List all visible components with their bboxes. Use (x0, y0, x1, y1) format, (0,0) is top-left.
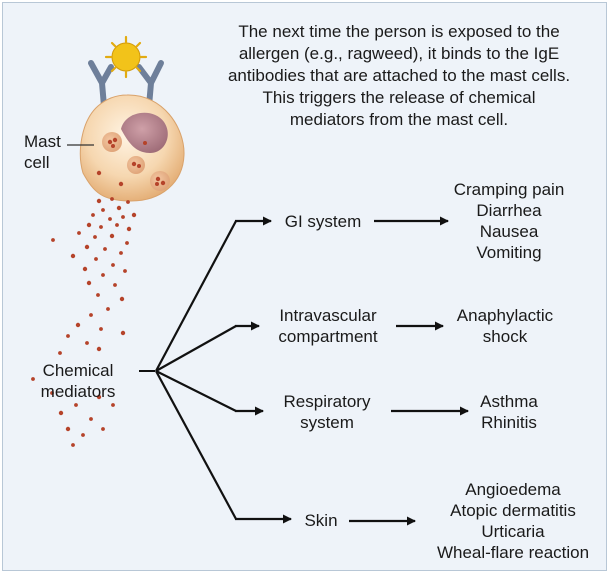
effect-label: Diarrhea (439, 200, 579, 221)
mediator-granule (85, 245, 89, 249)
system-respiratory: Respiratory system (265, 391, 389, 433)
system-label: compartment (261, 326, 395, 347)
mediator-granule (97, 347, 101, 351)
effects-gi: Cramping pain Diarrhea Nausea Vomiting (439, 179, 579, 263)
mediator-granule (123, 269, 127, 273)
system-label: Skin (295, 510, 347, 531)
effect-label: Atopic dermatitis (419, 500, 607, 521)
effect-label: Urticaria (419, 521, 607, 542)
effect-label: Rhinitis (469, 412, 549, 433)
mediator-granule (125, 241, 129, 245)
mediator-granule (71, 254, 75, 258)
mediator-granule (77, 231, 81, 235)
mediator-granule (87, 223, 91, 227)
system-label: Respiratory (265, 391, 389, 412)
mediator-granule (94, 257, 98, 261)
system-label: Intravascular (261, 305, 395, 326)
effects-skin: Angioedema Atopic dermatitis Urticaria W… (419, 479, 607, 563)
intro-line: antibodies that are attached to the mast… (199, 65, 599, 87)
branch-arrow-skin (156, 371, 236, 519)
mediator-granule (99, 327, 103, 331)
mediator-granule (110, 197, 114, 201)
effect-label: Asthma (469, 391, 549, 412)
mediator-granule (101, 208, 105, 212)
mediator-granule (106, 307, 110, 311)
system-intravascular: Intravascular compartment (261, 305, 395, 347)
mediator-granule (71, 443, 75, 447)
mediator-granule (101, 273, 105, 277)
system-gi: GI system (273, 211, 373, 232)
mediator-granule (81, 433, 85, 437)
chemical-mediators-label-line: mediators (19, 381, 137, 402)
mast-cell-label-line: cell (24, 152, 61, 173)
mediator-granule (93, 235, 97, 239)
intro-line: allergen (e.g., ragweed), it binds to th… (199, 43, 599, 65)
mediator-granule (121, 331, 125, 335)
mediator-granule (120, 297, 124, 301)
intro-text: The next time the person is exposed to t… (199, 21, 599, 131)
diagram-panel: The next time the person is exposed to t… (2, 2, 607, 571)
mediator-granule (132, 213, 136, 217)
mediator-granule (111, 263, 115, 267)
mediator-granule (110, 234, 114, 238)
mediator-granule (101, 427, 105, 431)
effects-respiratory: Asthma Rhinitis (469, 391, 549, 433)
effect-label: shock (445, 326, 565, 347)
intro-line: This triggers the release of chemical (199, 87, 599, 109)
effect-label: Wheal-flare reaction (419, 542, 607, 563)
mediator-granule (83, 267, 87, 271)
mediator-granule (97, 199, 101, 203)
mediator-granule (89, 313, 93, 317)
intro-line: mediators from the mast cell. (199, 109, 599, 131)
system-skin: Skin (295, 510, 347, 531)
mediator-granule (121, 215, 125, 219)
mediator-granule (119, 251, 123, 255)
effect-label: Angioedema (419, 479, 607, 500)
branch-arrows (156, 221, 291, 519)
chemical-mediator-dots (31, 197, 136, 447)
mediator-granule (96, 293, 100, 297)
mediator-granule (115, 223, 119, 227)
mediator-granule (117, 206, 121, 210)
mediator-granule (58, 351, 62, 355)
effect-label: Nausea (439, 221, 579, 242)
mediator-granule (66, 334, 70, 338)
mediator-granule (89, 417, 93, 421)
mast-cell-label-line: Mast (24, 131, 61, 152)
mediator-granule (66, 427, 70, 431)
mediator-granule (76, 323, 80, 327)
system-label: GI system (273, 211, 373, 232)
mediator-granule (103, 247, 107, 251)
chemical-mediators-label-line: Chemical (19, 360, 137, 381)
intro-line: The next time the person is exposed to t… (199, 21, 599, 43)
mediator-granule (111, 403, 115, 407)
mast-cell-label: Mast cell (24, 131, 61, 173)
system-label: system (265, 412, 389, 433)
mediator-granule (59, 411, 63, 415)
mediator-granule (51, 238, 55, 242)
effect-label: Cramping pain (439, 179, 579, 200)
effect-label: Vomiting (439, 242, 579, 263)
mediator-granule (113, 283, 117, 287)
mediator-granule (127, 227, 131, 231)
chemical-mediators-label: Chemical mediators (19, 360, 137, 402)
mediator-granule (87, 281, 91, 285)
allergen-icon (106, 37, 146, 77)
effects-intravascular: Anaphylactic shock (445, 305, 565, 347)
mediator-granule (99, 225, 103, 229)
mediator-granule (91, 213, 95, 217)
mediator-granule (108, 217, 112, 221)
mediator-granule (74, 403, 78, 407)
effect-label: Anaphylactic (445, 305, 565, 326)
effect-arrows (349, 221, 468, 521)
mediator-granule (126, 200, 130, 204)
mast-cell-icon (80, 95, 184, 201)
mediator-granule (85, 341, 89, 345)
